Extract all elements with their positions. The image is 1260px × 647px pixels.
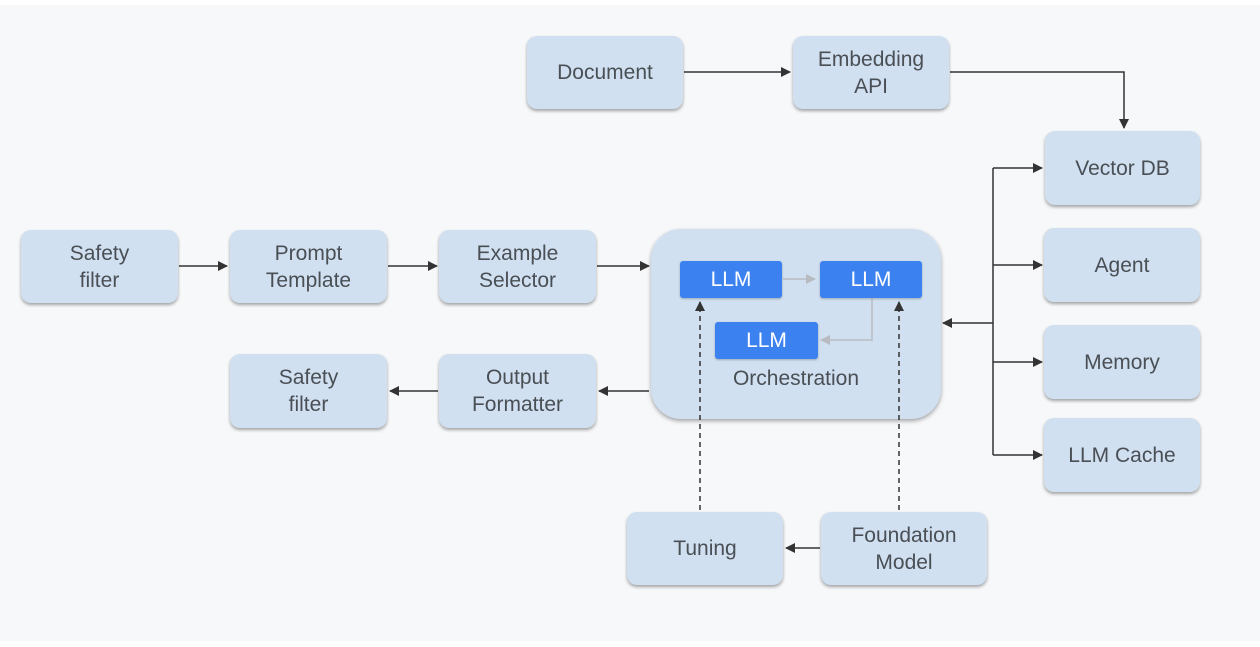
- arrow-llm2-to-llm3: [820, 299, 873, 345]
- llm-cache-node: LLM Cache: [1044, 418, 1200, 492]
- llm-node-2: LLM: [820, 261, 922, 298]
- orchestration-label: Orchestration: [732, 367, 860, 390]
- tuning-node: Tuning: [627, 512, 783, 585]
- example-selector-node: Example Selector: [439, 230, 596, 303]
- document-node: Document: [527, 36, 683, 109]
- agent-node: Agent: [1044, 228, 1200, 302]
- vector-db-node: Vector DB: [1045, 131, 1200, 205]
- memory-node: Memory: [1044, 325, 1200, 399]
- llm-node-3: LLM: [715, 322, 818, 359]
- embedding-api-node: Embedding API: [793, 36, 949, 109]
- prompt-template-node: Prompt Template: [230, 230, 387, 303]
- llm-node-1: LLM: [680, 261, 782, 298]
- safety-filter-input-node: Safety filter: [21, 230, 178, 303]
- arrow-embedding-to-vectordb: [950, 71, 1129, 129]
- foundation-model-node: Foundation Model: [821, 512, 987, 585]
- safety-filter-output-node: Safety filter: [230, 354, 387, 428]
- output-formatter-node: Output Formatter: [439, 354, 596, 428]
